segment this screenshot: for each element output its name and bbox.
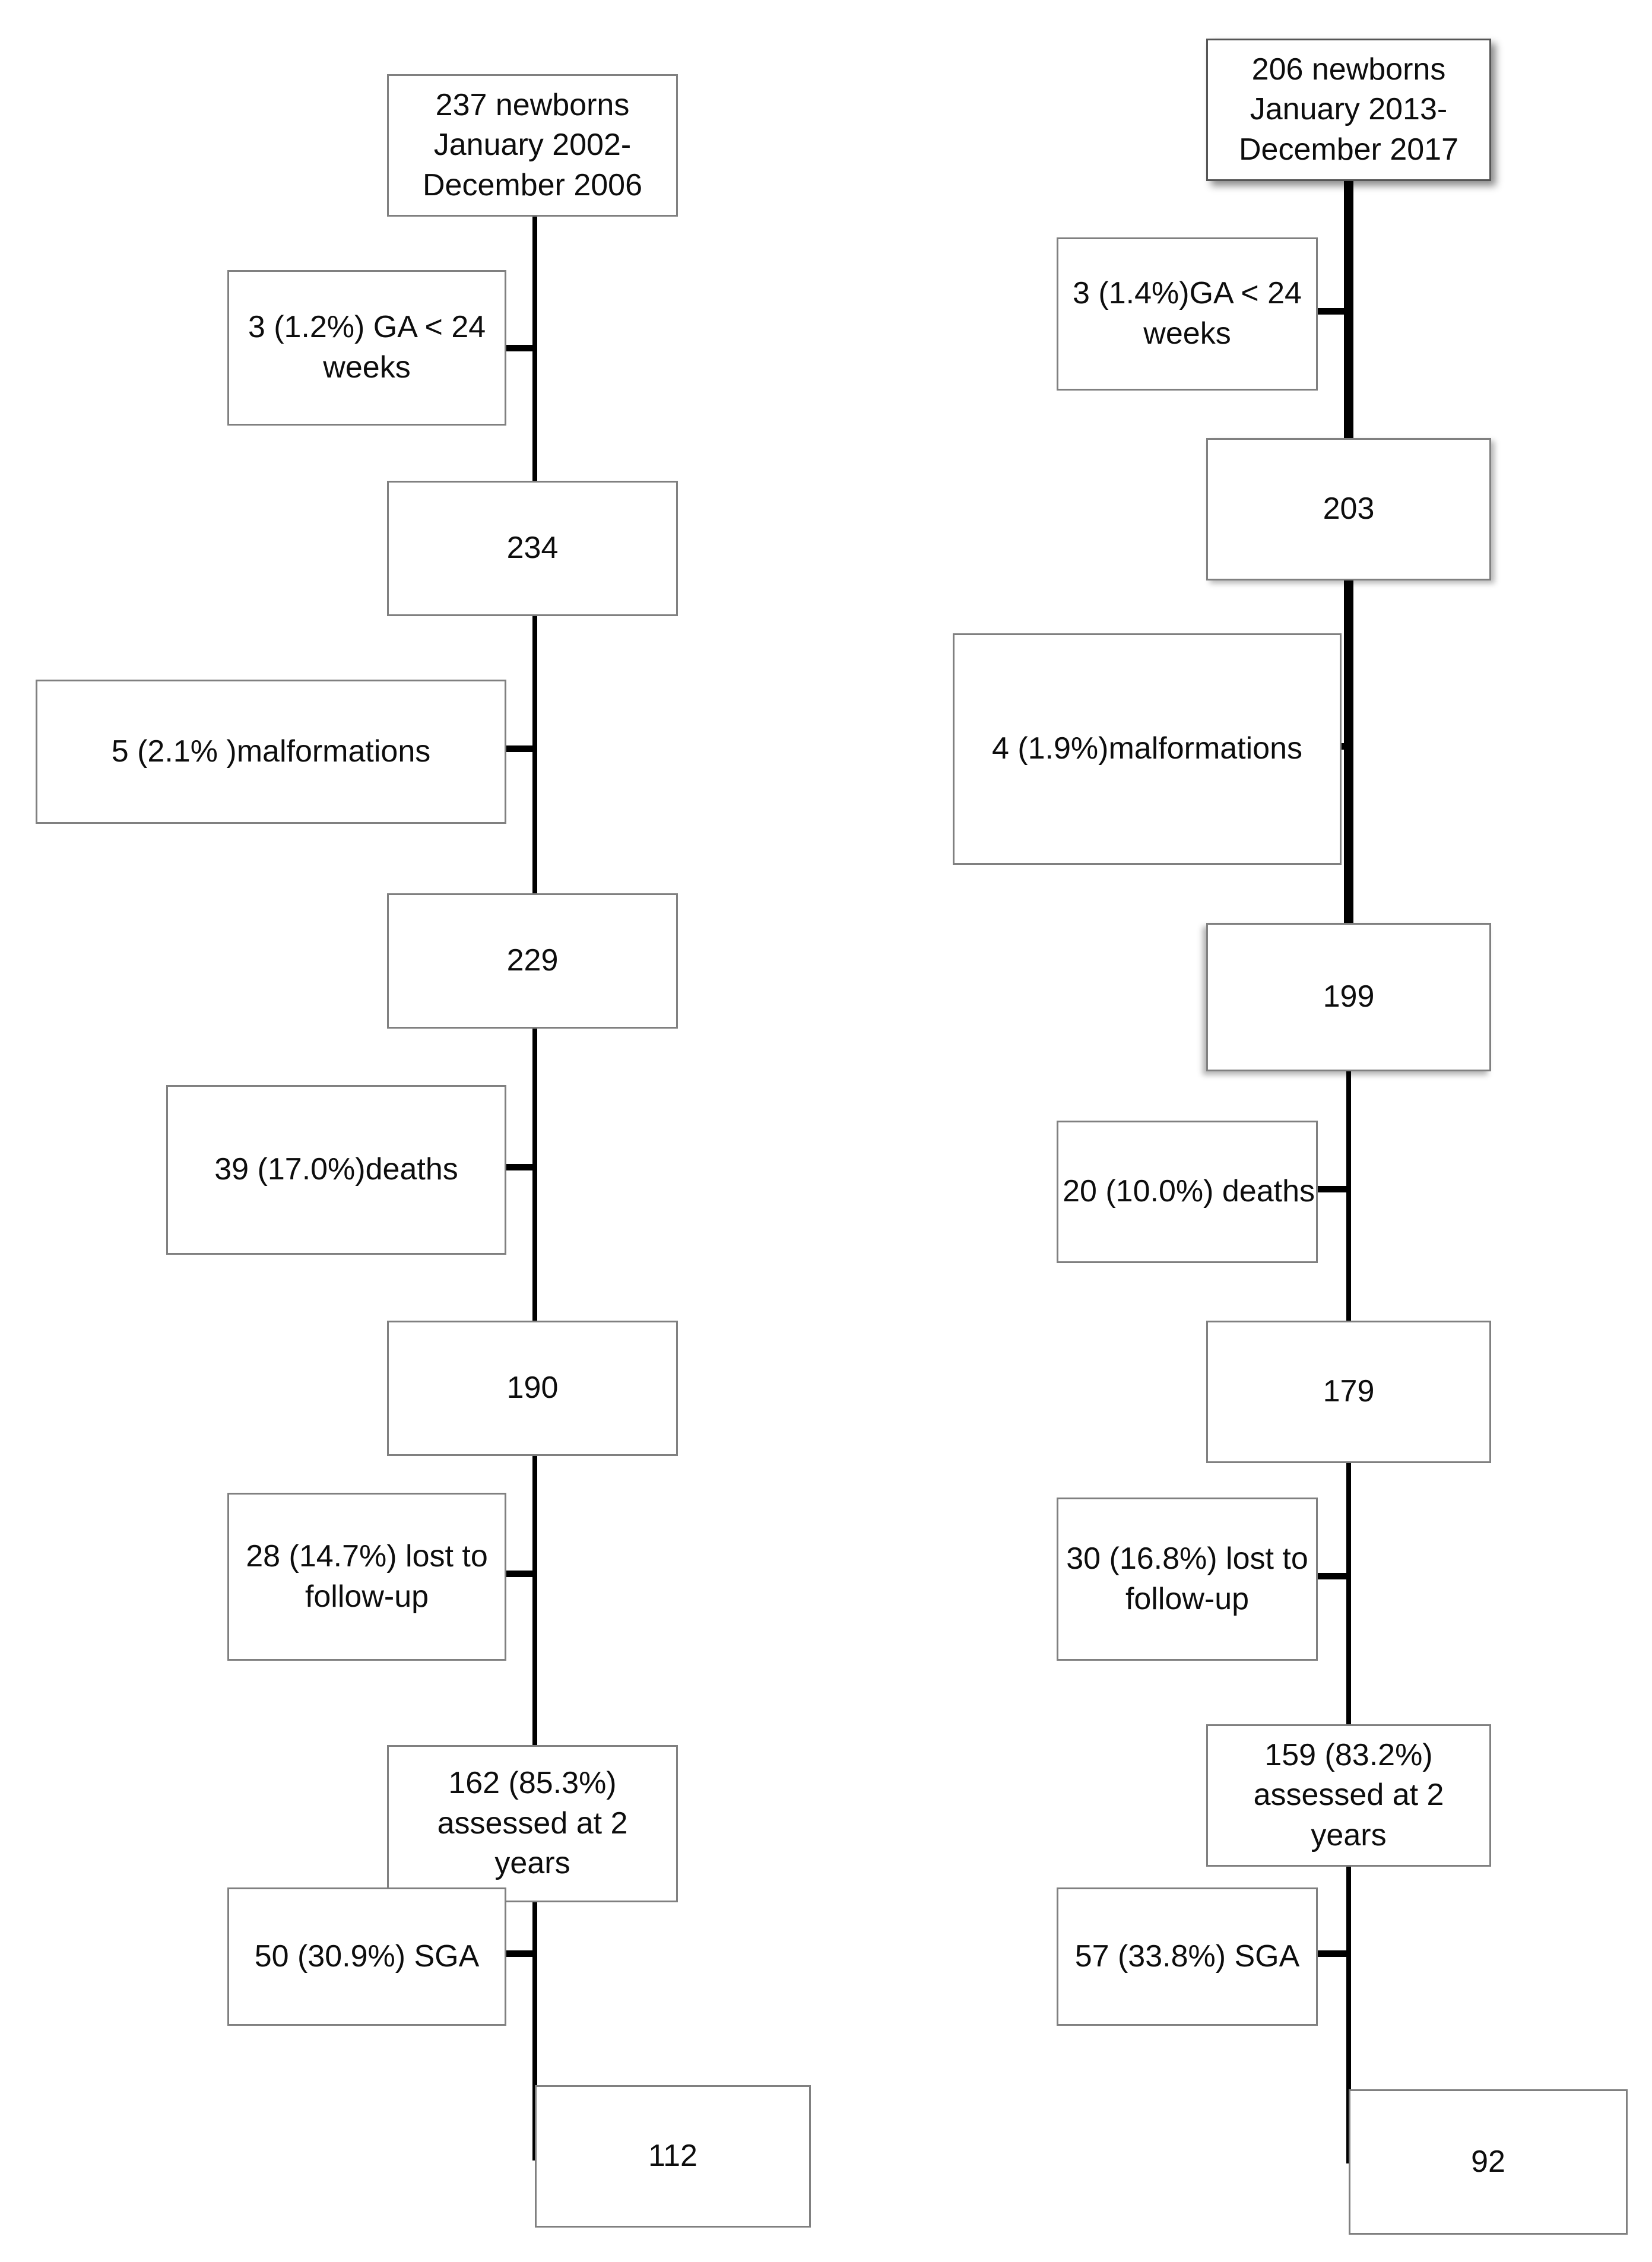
box-left-sga: 50 (30.9%) SGA (227, 1887, 506, 2026)
left-ga-exclusion-connector (506, 345, 532, 351)
box-left-n-after-deaths: 190 (387, 1321, 678, 1456)
left-lost-exclusion-connector (506, 1571, 532, 1577)
box-right-n-after-ga: 203 (1206, 438, 1491, 580)
box-left-exclusion-deaths: 39 (17.0%)deaths (166, 1085, 506, 1255)
box-right-n-after-deaths: 179 (1206, 1321, 1491, 1463)
box-left-cohort-total: 237 newborns January 2002- December 2006 (387, 74, 678, 217)
box-left-exclusion-ga: 3 (1.2%) GA < 24 weeks (227, 270, 506, 426)
box-right-sga: 57 (33.8%) SGA (1057, 1887, 1318, 2026)
box-left-final-count: 112 (535, 2085, 811, 2228)
box-left-n-after-malformations: 229 (387, 893, 678, 1029)
right-column-vertical-connector-line (1346, 923, 1351, 2163)
box-right-final-count: 92 (1349, 2089, 1628, 2235)
box-right-exclusion-deaths: 20 (10.0%) deaths (1057, 1121, 1318, 1263)
box-left-n-after-ga: 234 (387, 481, 678, 616)
box-right-exclusion-malformations: 4 (1.9%)malformations (953, 633, 1342, 865)
box-left-exclusion-lost-to-follow-up: 28 (14.7%) lost to follow-up (227, 1493, 506, 1661)
left-sga-exclusion-connector (506, 1950, 532, 1957)
box-left-exclusion-malformations: 5 (2.1% )malformations (36, 680, 506, 824)
right-sga-exclusion-connector (1318, 1950, 1346, 1957)
box-right-exclusion-lost-to-follow-up: 30 (16.8%) lost to follow-up (1057, 1498, 1318, 1661)
box-left-assessed-at-2-years: 162 (85.3%) assessed at 2 years (387, 1745, 678, 1902)
box-right-assessed-at-2-years: 159 (83.2%) assessed at 2 years (1206, 1724, 1491, 1867)
left-malformations-exclusion-connector (506, 745, 532, 752)
right-lost-exclusion-connector (1318, 1573, 1346, 1579)
left-deaths-exclusion-connector (506, 1164, 532, 1170)
box-right-cohort-total: 206 newborns January 2013- December 2017 (1206, 39, 1491, 181)
right-ga-exclusion-connector (1318, 308, 1346, 315)
left-column-vertical-connector-line (532, 215, 537, 2161)
box-right-n-after-malformations: 199 (1206, 923, 1491, 1071)
right-deaths-exclusion-connector (1318, 1186, 1346, 1192)
box-right-exclusion-ga: 3 (1.4%)GA < 24 weeks (1057, 237, 1318, 391)
